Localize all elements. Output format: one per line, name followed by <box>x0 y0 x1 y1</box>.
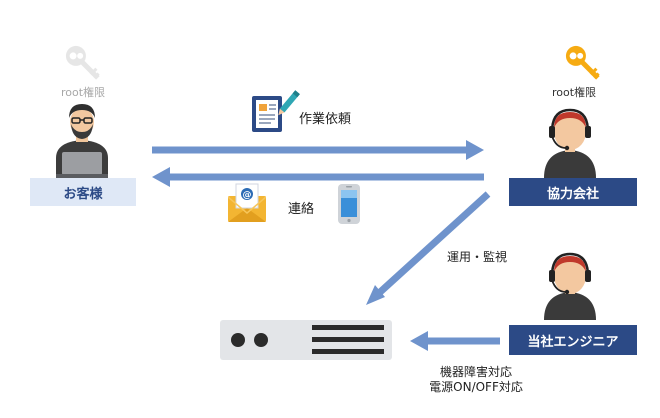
contact-arrow <box>152 167 484 187</box>
hardware-arrow <box>410 331 500 351</box>
document-pen-icon <box>252 90 300 132</box>
operation-label: 運用・監視 <box>447 250 508 264</box>
partner-key-label: root権限 <box>551 86 597 99</box>
request-arrow <box>152 140 484 160</box>
hardware-label-line1: 機器障害対応 <box>439 365 512 379</box>
partner-box <box>509 178 637 206</box>
engineer-box <box>509 325 637 355</box>
hardware-label-line2: 電源ON/OFF対応 <box>429 380 523 394</box>
key-icon-gray <box>65 45 100 80</box>
customer-key-label: root権限 <box>60 86 106 99</box>
mail-icon: @ <box>228 183 266 222</box>
smartphone-icon <box>338 184 360 224</box>
request-label: 作業依頼 <box>299 112 352 127</box>
key-icon-orange <box>565 45 600 80</box>
person-laptop-icon <box>56 104 108 178</box>
partner-name: 協力会社 <box>546 186 599 202</box>
server-icon <box>220 320 392 360</box>
headset-operator-icon <box>544 252 596 320</box>
engineer-name: 当社エンジニア <box>527 334 619 350</box>
customer-box <box>30 178 136 206</box>
customer-name: お客様 <box>63 186 103 202</box>
headset-operator-icon <box>544 108 596 178</box>
operation-arrow <box>366 191 491 305</box>
svg-text:@: @ <box>243 191 252 201</box>
contact-label: 連絡 <box>288 202 315 217</box>
